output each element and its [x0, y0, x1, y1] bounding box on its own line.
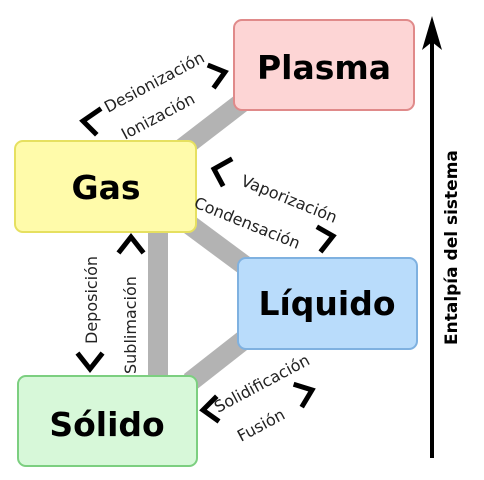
- enthalpy-axis: Entalpía del sistema: [422, 16, 462, 458]
- gas-label: Gas: [72, 168, 141, 207]
- fusion-label: Fusión: [234, 405, 288, 446]
- chevron-left-icon: [79, 106, 103, 137]
- connector-gas-liquid: [184, 216, 254, 277]
- gas-box: [14, 140, 197, 233]
- solid-label: Sólido: [49, 405, 164, 444]
- state-liquid: Líquido: [237, 257, 418, 350]
- state-gas: Gas: [14, 140, 197, 233]
- chevron-up-icon: [116, 232, 146, 255]
- arrow-up-icon: [422, 16, 442, 50]
- chevron-down-icon: [75, 351, 105, 374]
- state-plasma: Plasma: [233, 19, 415, 111]
- solid-box: [17, 375, 198, 467]
- axis-label: Entalpía del sistema: [442, 150, 462, 345]
- plasma-label: Plasma: [257, 48, 391, 87]
- plasma-box: [233, 19, 415, 111]
- chevron-right-icon: [315, 224, 337, 254]
- liquid-label: Líquido: [258, 284, 395, 323]
- chevron-left-icon: [199, 394, 221, 424]
- chevron-left-icon: [210, 156, 234, 188]
- sublimation-label: Sublimación: [121, 276, 140, 374]
- state-solid: Sólido: [17, 375, 198, 467]
- chevron-right-icon: [206, 62, 229, 90]
- chevron-right-icon: [292, 381, 316, 409]
- liquid-box: [237, 257, 418, 350]
- deposition-label: Deposición: [82, 256, 101, 344]
